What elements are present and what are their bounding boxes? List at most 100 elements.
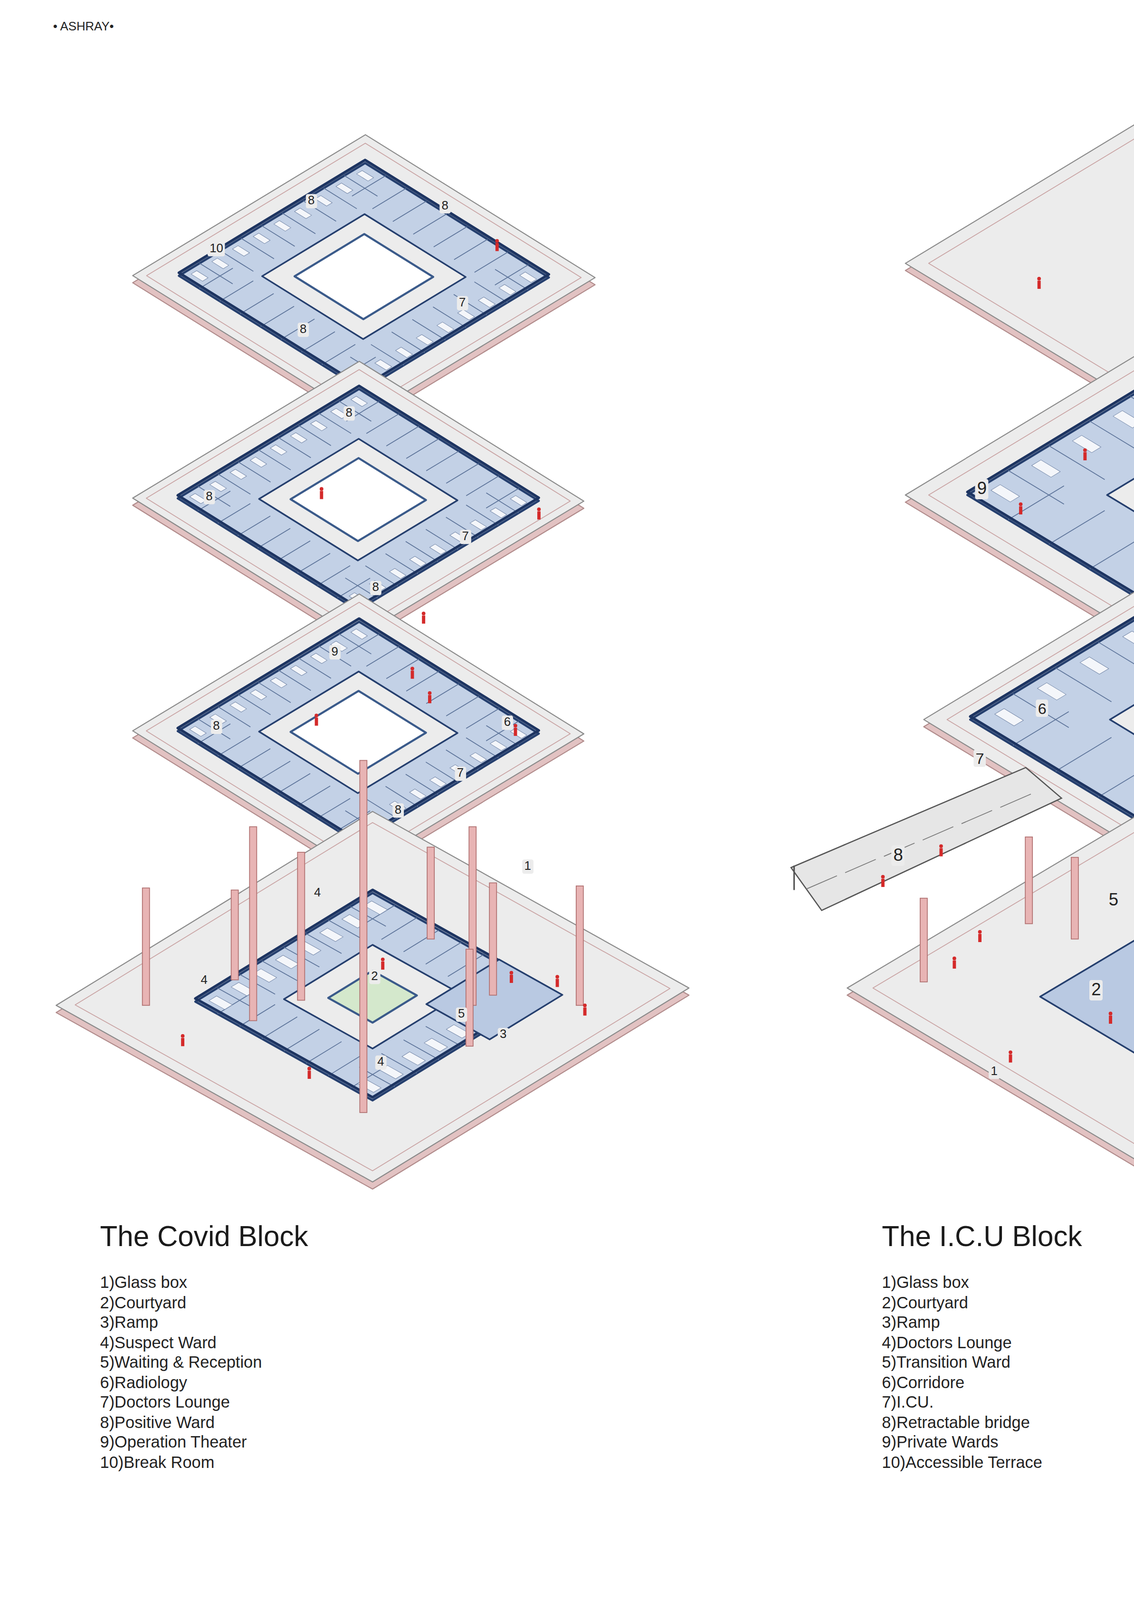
corridor [262,214,466,340]
callout-number: 6 [501,715,513,730]
room-partition [317,798,351,819]
room-partition [1048,510,1106,545]
bed [424,1038,448,1052]
bed [190,270,209,282]
glass-facade [177,385,539,608]
bed [253,233,271,244]
person-figure [1008,1050,1013,1055]
legend-item: 7)I.CU. [881,1393,934,1413]
room-partition [258,449,291,470]
bed [350,628,368,640]
room-partition [372,188,407,210]
retractable-bridge [790,767,1062,911]
person-figure [952,956,957,961]
person-figure [555,974,560,979]
legend-item: 10)Break Room [100,1452,215,1472]
person-figure [513,724,518,728]
block-title: The I.C.U Block [881,1220,1082,1254]
room-partition [261,225,296,247]
person-figure [181,1034,185,1039]
callout-number: 7 [454,766,466,782]
courtyard-void [290,690,427,774]
bed [1072,435,1101,453]
bed [314,195,333,207]
bed [249,689,267,701]
person-figure [421,615,426,624]
room-partition [298,657,332,678]
callout-number: 4 [312,886,324,901]
bed [310,653,328,664]
room-partition [323,188,357,209]
courtyard-void [294,234,434,320]
person-figure [307,1067,312,1071]
legend-item: 7)Doctors Lounge [100,1393,230,1413]
room-partition [474,281,508,303]
room-partition [237,515,271,536]
room-partition [282,213,316,234]
person-figure [428,691,432,696]
room-partition [280,319,315,340]
bed [489,507,507,518]
bridge-bracing [1000,794,1031,808]
bed [469,519,487,530]
bed [189,726,207,737]
bed [363,900,388,915]
corridor [258,671,458,794]
person-figure [181,1038,185,1047]
person-figure [410,670,415,679]
corridor [1109,597,1134,842]
person-figure [319,490,324,499]
callout-number: 8 [305,193,317,209]
room-partition [239,1004,276,1027]
room-partition [218,474,251,495]
room-partition [386,658,420,679]
callout-number: 7 [459,529,471,544]
person-figure [495,242,499,251]
room-partition [305,1041,342,1064]
person-figure [881,878,885,887]
bed [389,568,407,580]
person-figure [1083,452,1087,461]
legend-item: 3)Ramp [881,1313,940,1333]
legend-item: 9)Private Wards [881,1433,999,1453]
bed [211,257,229,269]
room-partition [1055,667,1112,702]
room-partition [258,682,291,703]
callout-number: 8 [439,199,451,214]
room-partition [237,748,271,769]
bridge-bracing [845,859,876,873]
room-partition [277,773,311,793]
person-figure [537,511,541,520]
bed [290,665,307,677]
person-figure [421,611,426,616]
glass-ward-ring [179,162,550,391]
bridge-bracing [922,826,953,840]
callout-number: 1 [988,1064,1000,1079]
bed [294,208,312,219]
bed [1113,410,1134,429]
bed [510,728,527,739]
bed [232,245,250,257]
person-figure [978,930,982,934]
callout-number: 8 [370,581,382,596]
corridor [1106,382,1134,608]
callout-number: 5 [456,1007,467,1022]
bed [273,220,291,231]
column [1071,857,1079,940]
room-partition [392,201,427,222]
bed [409,556,427,567]
person-figure [314,717,319,726]
bed [519,272,537,283]
callout-number: 3 [497,1028,509,1043]
room-partition [1055,737,1112,772]
room-partition [278,437,311,458]
bed [510,495,527,506]
bed [319,928,344,942]
person-figure [381,957,385,962]
room-partition [446,696,479,716]
callout-number: 7 [457,295,468,311]
legend-item: 5)Waiting & Reception [100,1353,263,1373]
bed [457,309,475,321]
bed [356,170,374,182]
bridge-bracing [806,875,837,889]
